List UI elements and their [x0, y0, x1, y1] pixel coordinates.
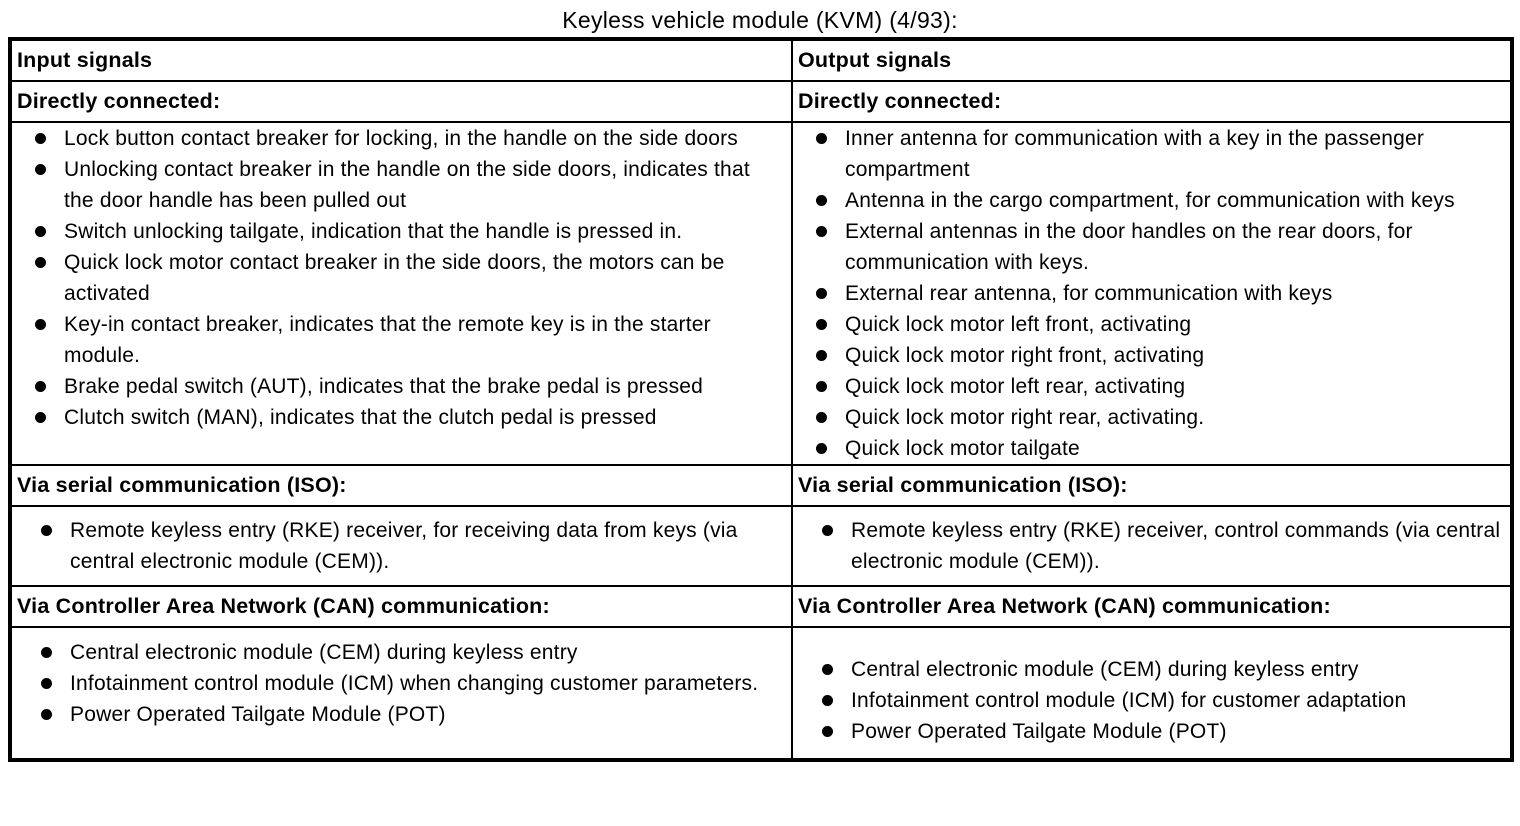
- bullet-item: Power Operated Tailgate Module (POT): [822, 716, 1502, 747]
- bullet-item: Remote keyless entry (RKE) receiver, con…: [822, 515, 1502, 577]
- output-signals-header: Output signals: [791, 38, 1513, 82]
- directly-connected-items-row: Lock button contact breaker for locking,…: [9, 121, 1513, 466]
- input-can-list: Central electronic module (CEM) during k…: [12, 637, 791, 730]
- can-items-row: Central electronic module (CEM) during k…: [9, 626, 1513, 761]
- directly-connected-heading-row: Directly connected: Directly connected:: [9, 80, 1513, 123]
- output-serial-iso-list: Remote keyless entry (RKE) receiver, con…: [793, 515, 1510, 577]
- bullet-item: Inner antenna for communication with a k…: [816, 123, 1502, 185]
- page-title: Keyless vehicle module (KVM) (4/93):: [562, 7, 958, 33]
- bullet-item: Quick lock motor left rear, activating: [816, 371, 1502, 402]
- input-signals-header: Input signals: [9, 38, 793, 82]
- bullet-item: Brake pedal switch (AUT), indicates that…: [35, 371, 783, 402]
- output-directly-connected-list: Inner antenna for communication with a k…: [793, 123, 1510, 464]
- bullet-item: Quick lock motor right front, activating: [816, 340, 1502, 371]
- input-directly-connected-cell: Lock button contact breaker for locking,…: [9, 121, 793, 466]
- output-serial-iso-cell: Remote keyless entry (RKE) receiver, con…: [791, 505, 1513, 587]
- input-can-cell: Central electronic module (CEM) during k…: [9, 626, 793, 761]
- signals-table: Input signals Output signals Directly co…: [8, 37, 1514, 762]
- bullet-item: Quick lock motor tailgate: [816, 433, 1502, 464]
- column-headers-row: Input signals Output signals: [9, 38, 1513, 82]
- bullet-item: Central electronic module (CEM) during k…: [41, 637, 783, 668]
- bullet-item: Quick lock motor left front, activating: [816, 309, 1502, 340]
- bullet-item: Infotainment control module (ICM) when c…: [41, 668, 783, 699]
- output-can-list: Central electronic module (CEM) during k…: [793, 654, 1510, 747]
- bullet-item: Quick lock motor right rear, activating.: [816, 402, 1502, 433]
- bullet-item: Infotainment control module (ICM) for cu…: [822, 685, 1502, 716]
- bullet-item: Key-in contact breaker, indicates that t…: [35, 309, 783, 371]
- bullet-item: Antenna in the cargo compartment, for co…: [816, 185, 1502, 216]
- bullet-item: Switch unlocking tailgate, indication th…: [35, 216, 783, 247]
- input-serial-iso-heading: Via serial communication (ISO):: [9, 464, 793, 507]
- bullet-item: Power Operated Tailgate Module (POT): [41, 699, 783, 730]
- input-directly-connected-heading: Directly connected:: [9, 80, 793, 123]
- serial-iso-heading-row: Via serial communication (ISO): Via seri…: [9, 464, 1513, 507]
- bullet-item: Central electronic module (CEM) during k…: [822, 654, 1502, 685]
- output-can-heading: Via Controller Area Network (CAN) commun…: [791, 585, 1513, 628]
- input-directly-connected-list: Lock button contact breaker for locking,…: [12, 123, 791, 433]
- output-can-cell: Central electronic module (CEM) during k…: [791, 626, 1513, 761]
- input-serial-iso-cell: Remote keyless entry (RKE) receiver, for…: [9, 505, 793, 587]
- output-serial-iso-heading: Via serial communication (ISO):: [791, 464, 1513, 507]
- input-serial-iso-list: Remote keyless entry (RKE) receiver, for…: [12, 515, 791, 577]
- bullet-item: Quick lock motor contact breaker in the …: [35, 247, 783, 309]
- can-heading-row: Via Controller Area Network (CAN) commun…: [9, 585, 1513, 628]
- input-can-heading: Via Controller Area Network (CAN) commun…: [9, 585, 793, 628]
- serial-iso-items-row: Remote keyless entry (RKE) receiver, for…: [9, 505, 1513, 587]
- output-directly-connected-cell: Inner antenna for communication with a k…: [791, 121, 1513, 466]
- bullet-item: External antennas in the door handles on…: [816, 216, 1502, 278]
- bullet-item: Unlocking contact breaker in the handle …: [35, 154, 783, 216]
- bullet-item: Lock button contact breaker for locking,…: [35, 123, 783, 154]
- output-directly-connected-heading: Directly connected:: [791, 80, 1513, 123]
- bullet-item: Remote keyless entry (RKE) receiver, for…: [41, 515, 783, 577]
- bullet-item: Clutch switch (MAN), indicates that the …: [35, 402, 783, 433]
- bullet-item: External rear antenna, for communication…: [816, 278, 1502, 309]
